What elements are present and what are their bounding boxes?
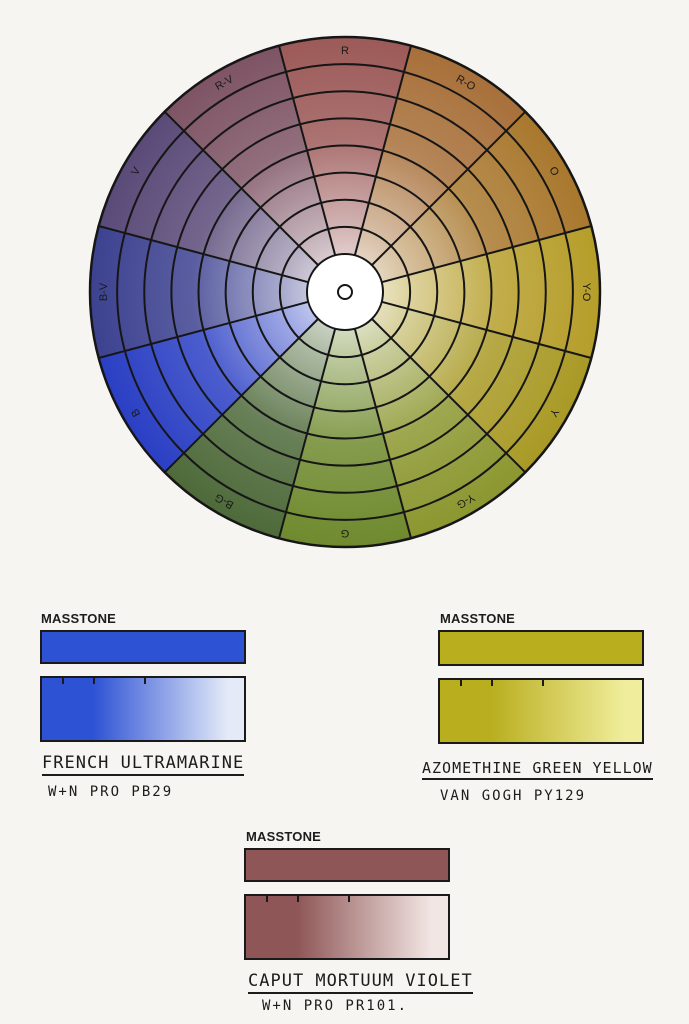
gradient-swatch bbox=[438, 678, 644, 744]
gradient-swatch bbox=[40, 676, 246, 742]
wheel-ring bbox=[197, 144, 493, 440]
masstone-swatch bbox=[438, 630, 644, 666]
wheel-spoke bbox=[278, 328, 337, 539]
wheel-spoke bbox=[163, 318, 319, 474]
masstone-label: MASSTONE bbox=[440, 611, 516, 626]
wheel-spoke bbox=[353, 328, 412, 539]
wheel-spoke bbox=[371, 110, 527, 266]
wheel-spoke bbox=[98, 300, 309, 359]
wheel-spoke bbox=[163, 110, 319, 266]
paint-name: FRENCH ULTRAMARINE bbox=[42, 753, 245, 776]
wheel-ring bbox=[251, 198, 439, 386]
paint-detail: W+N PRO PR101. bbox=[262, 998, 409, 1014]
paint-detail: VAN GOGH PY129 bbox=[440, 788, 587, 804]
wheel-ring bbox=[224, 171, 466, 413]
wheel-spoke bbox=[381, 300, 592, 359]
wheel-spoke bbox=[278, 45, 337, 256]
paint-name: AZOMETHINE GREEN YELLOW bbox=[422, 759, 653, 780]
gradient-swatch bbox=[244, 894, 450, 960]
wheel-label-g: G bbox=[341, 527, 350, 539]
wheel-ring bbox=[116, 63, 574, 521]
wheel-ring bbox=[170, 117, 520, 467]
wheel-spoke bbox=[98, 225, 309, 284]
wheel-center-hole bbox=[337, 284, 353, 300]
wheel-spoke bbox=[353, 45, 412, 256]
color-wheel: RR-OOY-OYY-GGB-GBB-VVR-V bbox=[88, 35, 602, 549]
wheel-spoke bbox=[381, 225, 592, 284]
wheel-label-r: R bbox=[341, 45, 349, 57]
masstone-label: MASSTONE bbox=[246, 829, 322, 844]
wheel-spoke bbox=[371, 318, 527, 474]
wheel-label-y-o: Y-O bbox=[580, 283, 592, 302]
masstone-swatch bbox=[40, 630, 246, 664]
wheel-ring bbox=[278, 225, 412, 359]
paint-detail: W+N PRO PB29 bbox=[48, 784, 174, 800]
masstone-swatch bbox=[244, 848, 450, 882]
wheel-label-b-v: B-V bbox=[98, 282, 110, 301]
wheel-ring bbox=[143, 90, 547, 494]
masstone-label: MASSTONE bbox=[41, 611, 117, 626]
wheel-outline bbox=[88, 35, 602, 549]
paint-name: CAPUT MORTUUM VIOLET bbox=[248, 971, 473, 994]
